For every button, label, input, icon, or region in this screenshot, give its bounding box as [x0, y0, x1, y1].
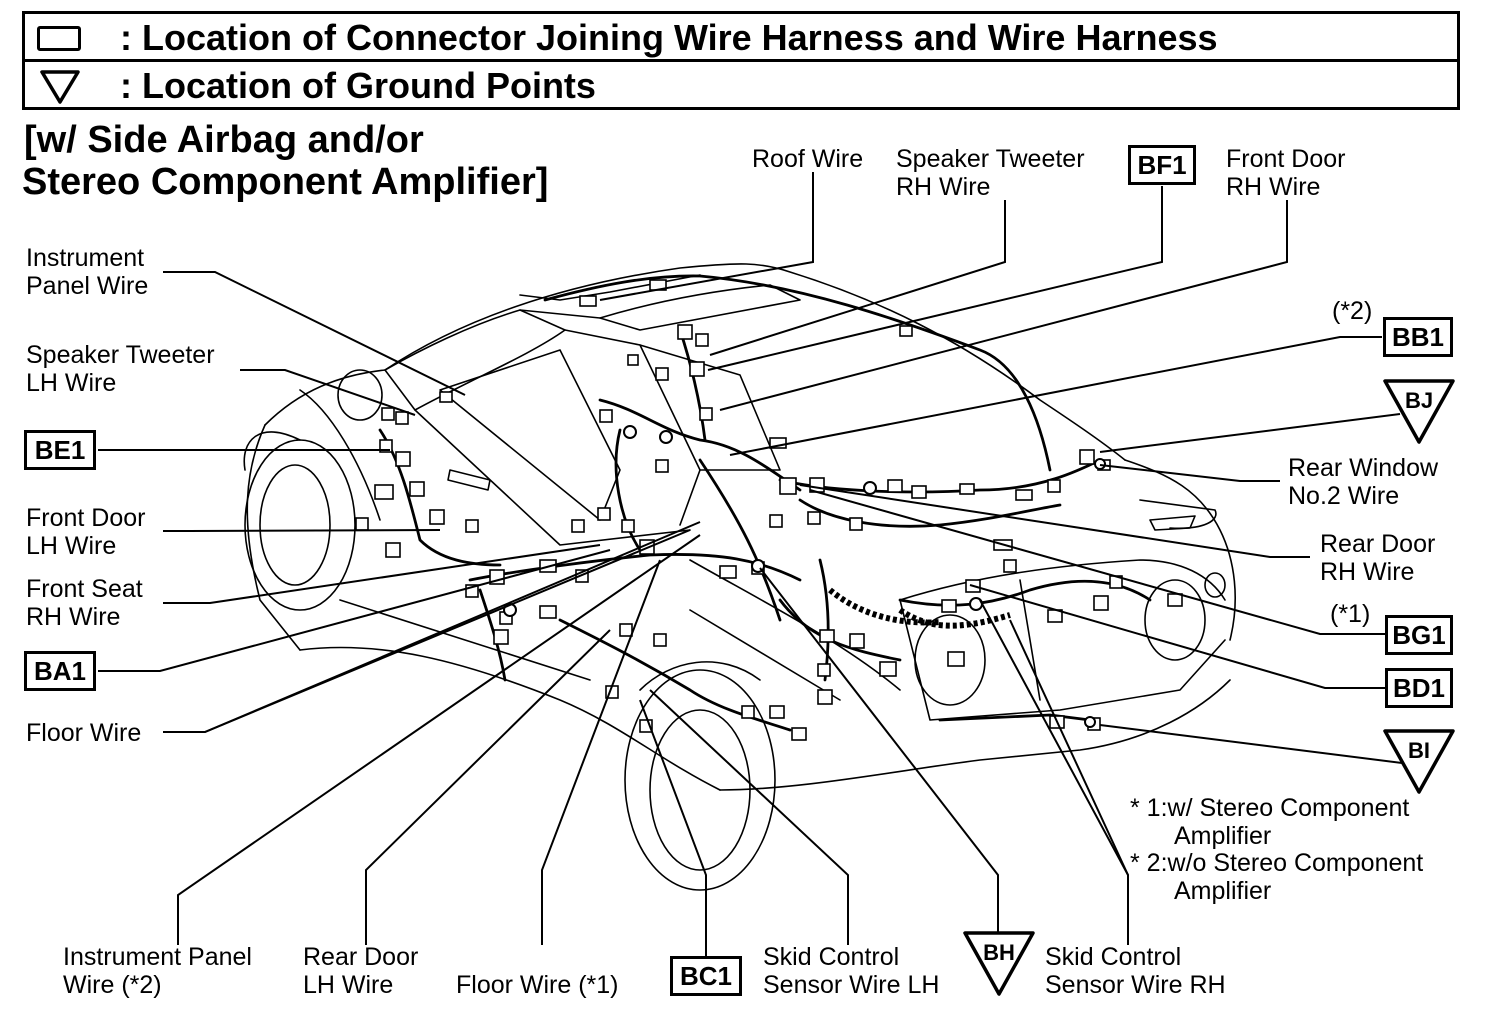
harness-corrugated-segments	[828, 587, 1011, 629]
connector-bc1: BC1	[670, 956, 742, 996]
ground-point-bh: BH	[962, 930, 1036, 998]
note-2-marker-top: (*2)	[1332, 297, 1373, 325]
floor-wire-1-label: Floor Wire (*1)	[456, 971, 619, 999]
ground-point-bj: BJ	[1382, 378, 1456, 446]
ground-symbol-icon	[40, 70, 80, 104]
connector-bd1: BD1	[1385, 668, 1453, 708]
ground-triangle-icon	[1383, 379, 1455, 444]
connector-bg1: BG1	[1385, 615, 1453, 655]
legend-ground-text: : Location of Ground Points	[120, 65, 596, 106]
wire-harness-routing	[378, 274, 1152, 732]
note-1-marker-top: (*1)	[1330, 600, 1371, 628]
connector-be1: BE1	[24, 430, 96, 470]
legend-connector-text: : Location of Connector Joining Wire Har…	[120, 17, 1218, 58]
ground-bolts	[503, 425, 1106, 728]
legend-ground-row: : Location of Ground Points	[22, 59, 1460, 110]
roof-wire-label: Roof Wire	[752, 145, 864, 173]
car-body-outline	[243, 263, 1236, 891]
ground-triangle-icon	[1383, 729, 1455, 794]
ground-point-bi: BI	[1382, 728, 1456, 796]
connector-symbol-icon	[37, 26, 81, 51]
leader-lines	[98, 172, 1403, 958]
connector-ba1: BA1	[24, 651, 96, 691]
connector-bf1: BF1	[1128, 145, 1196, 185]
section-title-line2: Stereo Component Amplifier]	[22, 161, 549, 203]
connector-bb1: BB1	[1383, 317, 1453, 357]
floor-wire-label: Floor Wire	[26, 719, 142, 747]
section-title-line1: [w/ Side Airbag and/or	[24, 119, 424, 161]
ground-triangle-icon	[963, 931, 1035, 996]
